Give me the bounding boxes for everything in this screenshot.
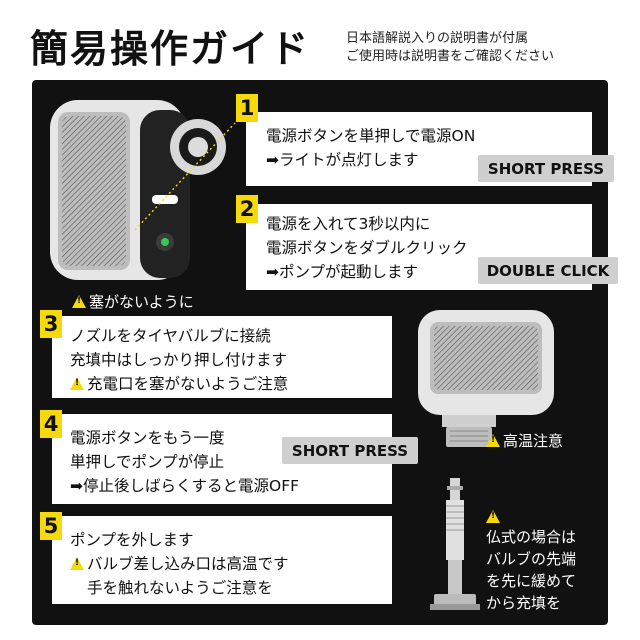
valve-tip-line-2: バルブの先端 (486, 550, 577, 568)
hot-warning: 高温注意 (486, 430, 563, 451)
step-3-number: 3 (40, 310, 62, 338)
page-title: 簡易操作ガイド (30, 27, 311, 71)
warning-icon (72, 295, 86, 308)
leader-lines (134, 122, 236, 231)
step-4-badge: SHORT PRESS (282, 437, 418, 464)
valve-warning-icon-wrap (486, 508, 503, 526)
step-5-line-3: 手を触れないようご注意を (87, 579, 273, 597)
warning-icon (70, 377, 84, 390)
step-2-line-1: 電源を入れて3秒以内に (266, 215, 431, 233)
valve-tip-line-1: 仏式の場合は (486, 528, 577, 546)
step-4-line-3: ➡停止後しばらくすると電源OFF (70, 477, 300, 495)
step-3-line-3-text: 充電口を塞がないようご注意 (87, 375, 289, 393)
valve-tip-line-4: から充填を (486, 594, 562, 612)
step-5-line-2: バルブ差し込み口は高温です (70, 552, 289, 574)
valve-tip: 仏式の場合は バルブの先端 を先に緩めて から充填を (486, 526, 576, 614)
step-2-badge: DOUBLE CLICK (478, 257, 618, 284)
step-5-number: 5 (40, 512, 62, 540)
port-warning: 塞がないように (72, 291, 194, 312)
step-5-line-1: ポンプを外します (70, 531, 194, 549)
step-2-line-2: 電源ボタンをダブルクリック (266, 239, 468, 257)
step-2-number: 2 (236, 195, 258, 223)
port-warning-text: 塞がないように (89, 293, 194, 311)
page-subtitle: 日本語解説入りの説明書が付属 ご使用時は説明書をご確認ください (346, 30, 554, 66)
presta-valve-illustration (430, 478, 480, 610)
step-5-line-2-text: バルブ差し込み口は高温です (87, 555, 289, 573)
step-1-number: 1 (236, 94, 258, 122)
step-5-box (52, 516, 392, 604)
warning-icon (486, 510, 500, 523)
step-3-line-2: 充填中はしっかり押し付けます (70, 351, 288, 369)
subtitle-line-2: ご使用時は説明書をご確認ください (346, 49, 555, 64)
subtitle-line-1: 日本語解説入りの説明書が付属 (346, 31, 529, 46)
valve-tip-line-3: を先に緩めて (486, 572, 577, 590)
warning-icon (486, 434, 500, 447)
step-3-line-3: 充電口を塞がないようご注意 (70, 372, 288, 394)
step-1-line-1: 電源ボタンを単押しで電源ON (266, 127, 476, 145)
hot-warning-text: 高温注意 (503, 432, 564, 450)
step-3-line-1: ノズルをタイヤバルブに接続 (70, 327, 271, 345)
pump-top-illustration (418, 310, 554, 447)
step-4-line-2: 単押しでポンプが停止 (70, 453, 225, 471)
step-1-line-2: ➡ライトが点灯します (266, 151, 419, 169)
step-4-number: 4 (40, 410, 62, 438)
step-3-box (52, 316, 392, 398)
step-2-line-3: ➡ポンプが起動します (266, 263, 419, 281)
step-1-badge: SHORT PRESS (478, 155, 614, 182)
warning-icon (70, 557, 84, 570)
step-4-line-1: 電源ボタンをもう一度 (70, 429, 225, 447)
pump-front-illustration (50, 100, 226, 280)
